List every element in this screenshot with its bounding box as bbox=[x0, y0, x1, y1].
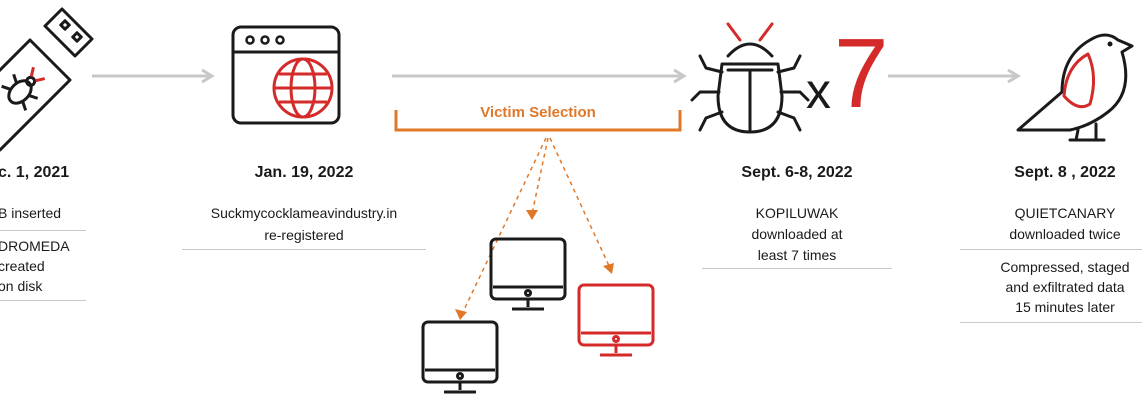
multiplier-x: x bbox=[806, 63, 831, 119]
quietcanary-desc-line-5: 15 minutes later bbox=[1015, 299, 1115, 315]
computer-icon bbox=[489, 237, 567, 311]
computer-icon-selected bbox=[577, 283, 655, 357]
usb-desc-line-3: created bbox=[0, 258, 45, 274]
domain-rule bbox=[182, 249, 426, 250]
multiplier-number: 7 bbox=[834, 18, 889, 128]
usb-rule-2 bbox=[0, 300, 86, 301]
bird-icon bbox=[1016, 33, 1134, 142]
quietcanary-desc-line-1: QUIETCANARY bbox=[1014, 205, 1116, 221]
usb-desc-line-2: DROMEDA bbox=[0, 238, 70, 254]
domain-desc-line-1: Suckmycocklameavindustry.in bbox=[210, 205, 398, 221]
quietcanary-rule-1 bbox=[960, 249, 1142, 250]
flow-arrow-3 bbox=[888, 68, 1021, 84]
usb-date: c. 1, 2021 bbox=[0, 164, 70, 181]
domain-desc-line-2: re-registered bbox=[264, 227, 344, 243]
selection-arrowheads bbox=[455, 210, 614, 320]
bug-icon bbox=[690, 22, 810, 134]
usb-drive-bug-icon bbox=[0, 7, 94, 152]
quietcanary-desc-line-4: and exfiltrated data bbox=[1005, 279, 1125, 295]
flow-arrow-1 bbox=[92, 68, 215, 84]
selection-arrows bbox=[461, 137, 611, 315]
kopiluwak-desc-line-3: least 7 times bbox=[757, 247, 837, 263]
kopiluwak-date: Sept. 6-8, 2022 bbox=[741, 164, 853, 181]
computer-icon bbox=[421, 320, 499, 394]
kopiluwak-desc-line-2: downloaded at bbox=[751, 226, 843, 242]
quietcanary-desc-line-3: Compressed, staged bbox=[1000, 259, 1130, 275]
usb-desc-line-4: on disk bbox=[0, 278, 43, 294]
domain-date: Jan. 19, 2022 bbox=[254, 164, 354, 181]
usb-desc-line-1: B inserted bbox=[0, 205, 62, 221]
victim-selection-label: Victim Selection bbox=[480, 104, 596, 121]
quietcanary-date: Sept. 8 , 2022 bbox=[1014, 164, 1116, 181]
quietcanary-desc-line-2: downloaded twice bbox=[1009, 226, 1121, 242]
quietcanary-rule-2 bbox=[960, 322, 1142, 323]
kopiluwak-desc-line-1: KOPILUWAK bbox=[755, 205, 839, 221]
victim-selection-bracket bbox=[394, 110, 682, 132]
kopiluwak-rule bbox=[702, 268, 892, 269]
usb-rule-1 bbox=[0, 230, 86, 231]
flow-arrow-2 bbox=[392, 68, 687, 84]
browser-globe-icon bbox=[231, 25, 341, 125]
